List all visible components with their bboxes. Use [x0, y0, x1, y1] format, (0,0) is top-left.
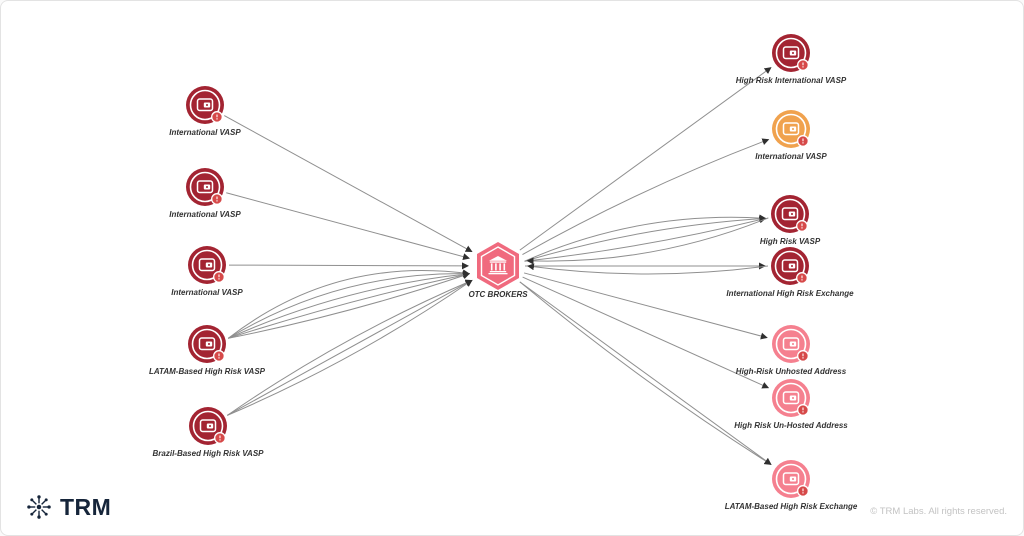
node-r4[interactable] [771, 247, 809, 285]
hexagon-shape [477, 242, 519, 290]
edge-r4-hex-22 [527, 263, 769, 275]
risk-badge-icon [797, 485, 809, 497]
node-l5[interactable] [189, 407, 227, 445]
edge-l4-hex-7 [228, 272, 470, 339]
node-label-r5: High-Risk Unhosted Address [736, 367, 847, 376]
bank-icon [488, 256, 508, 275]
node-label-hex: OTC BROKERS [468, 290, 528, 299]
edge-l1-hex-0 [224, 115, 473, 253]
node-label-r7: LATAM-Based High Risk Exchange [725, 502, 858, 511]
edge-hex-r2-12 [522, 138, 770, 256]
wallet-icon [198, 337, 216, 351]
node-r7[interactable] [772, 460, 810, 498]
wallet-icon [781, 207, 799, 221]
edge-r3-hex-21 [526, 217, 769, 265]
nodes-layer: International VASP International VASP Inte… [149, 34, 858, 511]
entity-ring [189, 89, 221, 121]
wallet-icon [199, 419, 217, 433]
node-l2[interactable] [186, 168, 224, 206]
edge-hex-r1-11 [519, 67, 772, 251]
risk-badge-icon [797, 135, 809, 147]
node-label-l5: Brazil-Based High Risk VASP [153, 449, 265, 458]
edge-l3-hex-2 [228, 262, 469, 270]
edge-hex-r3-13 [524, 214, 767, 262]
entity-ring [775, 382, 807, 414]
wallet-icon [196, 98, 214, 112]
node-label-l3: International VASP [171, 288, 243, 297]
wallet-icon [782, 472, 800, 486]
wallet-icon [781, 259, 799, 273]
risk-badge-icon [213, 271, 225, 283]
entity-ring [775, 37, 807, 69]
node-r6[interactable] [772, 379, 810, 417]
node-label-l4: LATAM-Based High Risk VASP [149, 367, 266, 376]
entity-ring [191, 328, 223, 360]
wallet-icon [782, 122, 800, 136]
edge-l5-hex-8 [226, 279, 473, 416]
node-l1[interactable] [186, 86, 224, 124]
edges-layer [224, 67, 772, 465]
copyright-text: © TRM Labs. All rights reserved. [870, 506, 1007, 517]
edge-hex-r7-20 [519, 281, 772, 465]
node-label-r6: High Risk Un-Hosted Address [734, 421, 848, 430]
node-label-l2: International VASP [169, 210, 241, 219]
entity-ring [192, 410, 224, 442]
risk-badge-icon [797, 59, 809, 71]
risk-badge-icon [796, 272, 808, 284]
node-label-r3: High Risk VASP [760, 237, 821, 246]
entity-ring [774, 198, 806, 230]
wallet-icon [782, 391, 800, 405]
edge-hex-r3-14 [524, 215, 767, 262]
wallet-icon [196, 180, 214, 194]
risk-badge-icon [211, 193, 223, 205]
edge-l4-hex-6 [228, 271, 471, 339]
entity-ring [775, 113, 807, 145]
node-l4[interactable] [188, 325, 226, 363]
node-label-r1: High Risk International VASP [736, 76, 847, 85]
hexagon-ring [480, 246, 516, 286]
entity-ring [189, 171, 221, 203]
node-r5[interactable] [772, 325, 810, 363]
edge-hex-r7-19 [519, 281, 772, 465]
edge-hex-r5-17 [523, 272, 768, 340]
entity-ring [774, 250, 806, 282]
risk-badge-icon [797, 404, 809, 416]
edge-l2-hex-1 [226, 192, 470, 261]
edge-l4-hex-3 [227, 269, 471, 339]
entity-ring [191, 249, 223, 281]
node-hex[interactable] [477, 242, 519, 290]
wallet-icon [782, 46, 800, 60]
edge-hex-r3-15 [524, 216, 767, 262]
node-r2[interactable] [772, 110, 810, 148]
risk-badge-icon [797, 350, 809, 362]
entity-ring [775, 328, 807, 360]
edge-hex-r6-18 [522, 276, 770, 389]
entity-ring [775, 463, 807, 495]
edge-l4-hex-5 [228, 270, 471, 339]
edge-l4-hex-4 [227, 270, 471, 339]
wallet-icon [198, 258, 216, 272]
risk-badge-icon [213, 350, 225, 362]
risk-badge-icon [211, 111, 223, 123]
node-r1[interactable] [772, 34, 810, 72]
node-label-r2: International VASP [755, 152, 827, 161]
node-l3[interactable] [188, 246, 226, 284]
node-label-r4: International High Risk Exchange [726, 289, 854, 298]
edge-l5-hex-9 [227, 280, 473, 416]
risk-badge-icon [214, 432, 226, 444]
trm-logo-icon [27, 495, 51, 519]
trm-logo: TRM [25, 493, 111, 521]
trm-logo-text: TRM [60, 493, 112, 520]
node-label-l1: International VASP [169, 128, 241, 137]
wallet-icon [782, 337, 800, 351]
edge-l5-hex-10 [227, 279, 473, 416]
risk-badge-icon [796, 220, 808, 232]
node-r3[interactable] [771, 195, 809, 233]
